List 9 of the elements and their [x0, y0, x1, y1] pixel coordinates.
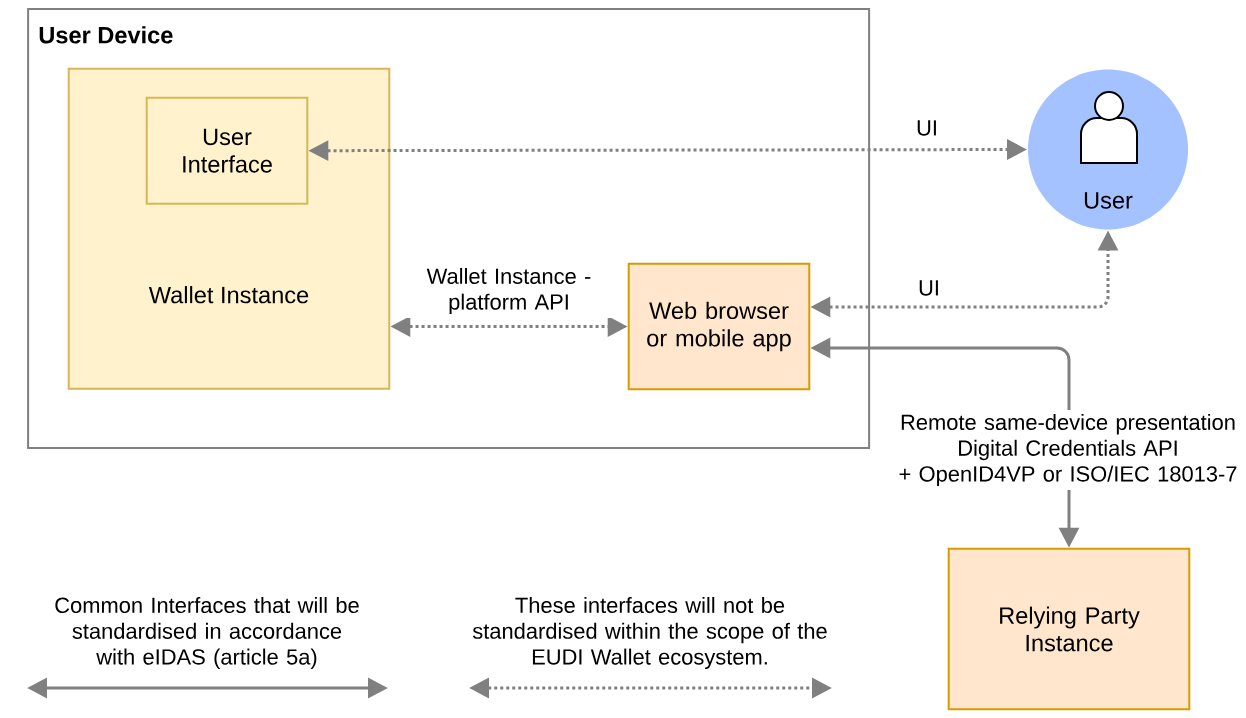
edge-label: UI — [914, 276, 944, 300]
edge-label: UI — [912, 116, 942, 140]
component-box: Web browser or mobile app — [627, 262, 811, 391]
edge-label: Remote same-device presentation Digital Credentials API + OpenID4VP or ISO/IEC 18013-7 — [891, 410, 1245, 490]
component-box: User Interface — [145, 96, 309, 205]
legend-text: These interfaces will not be standardised within the scope of the EUDI Wallet ecosystem. — [472, 597, 827, 669]
edge-label: Wallet Instance - platform API — [405, 263, 613, 319]
legend-text: Common Interfaces that will be standardised in accordance with eIDAS (article 5a) — [55, 597, 359, 669]
component-box: Relying Party Instance — [947, 547, 1191, 711]
